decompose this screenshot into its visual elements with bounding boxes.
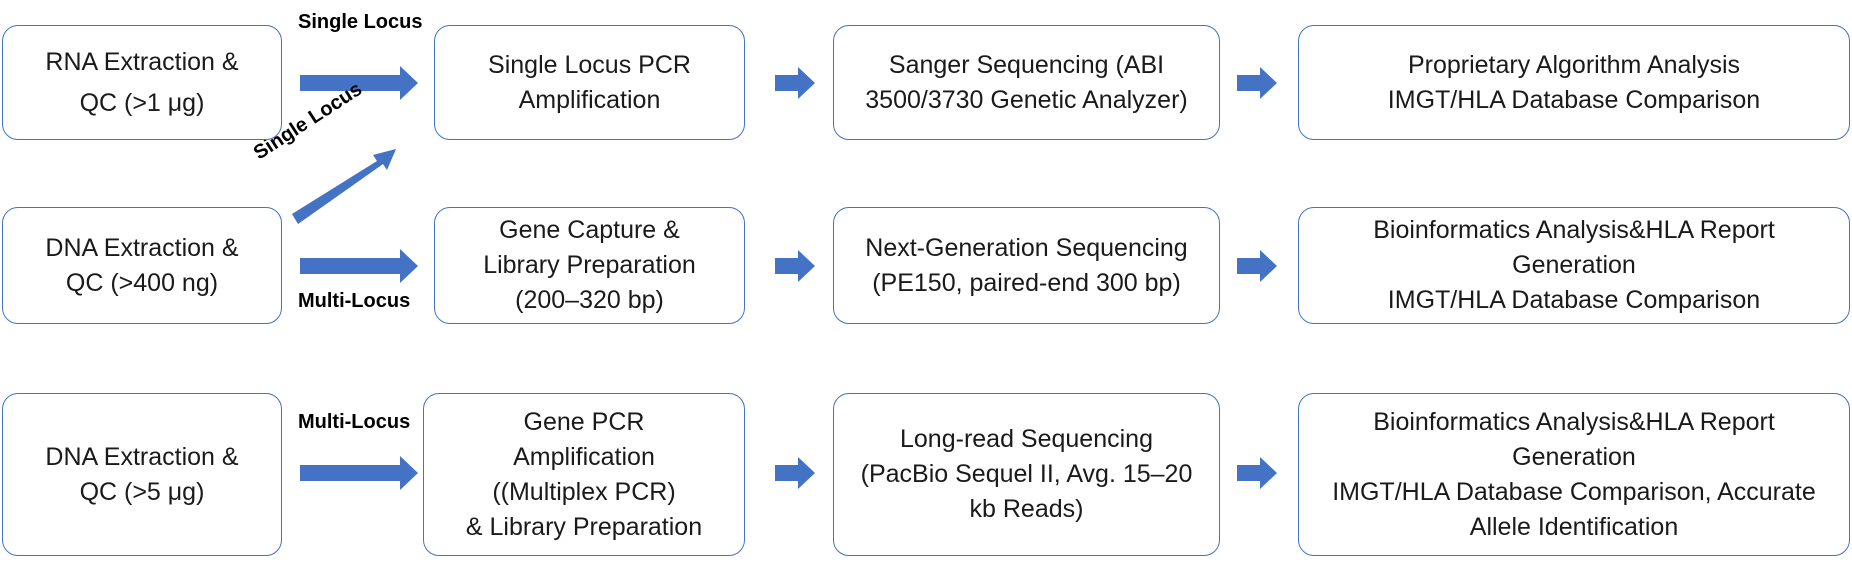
bioinformatics-ngs-box: Bioinformatics Analysis&HLA Report Gener…: [1298, 207, 1850, 324]
box-line: Next-Generation Sequencing: [865, 233, 1188, 262]
box-line: QC (>400 ng): [65, 268, 219, 297]
sanger-sequencing-box: Sanger Sequencing (ABI 3500/3730 Genetic…: [833, 25, 1220, 140]
box-line: QC (>5 μg): [79, 477, 205, 506]
arrow-r1-a: [300, 66, 418, 100]
dna-extraction-5ug-box: DNA Extraction & QC (>5 μg): [2, 393, 282, 556]
long-read-box: Long-read Sequencing (PacBio Sequel II, …: [833, 393, 1220, 556]
box-line: DNA Extraction &: [45, 233, 239, 262]
box-line: Sanger Sequencing (ABI: [888, 50, 1165, 79]
arrow-r2-c: [1237, 250, 1277, 282]
label-row1-single-locus: Single Locus: [298, 11, 423, 33]
box-line: Long-read Sequencing: [900, 425, 1153, 453]
arrow-r2-b: [775, 250, 815, 282]
arrow-r3-b: [775, 457, 815, 489]
arrow-r1-c: [1237, 67, 1277, 99]
box-line: kb Reads): [969, 495, 1084, 523]
proprietary-analysis-box: Proprietary Algorithm Analysis IMGT/HLA …: [1298, 25, 1850, 140]
box-line: Bioinformatics Analysis&HLA Report: [1373, 216, 1775, 244]
arrow-r3-c: [1237, 457, 1277, 489]
box-line: Generation: [1512, 251, 1636, 279]
box-line: Library Preparation: [483, 251, 696, 279]
single-locus-pcr-box: Single Locus PCR Amplification: [434, 25, 745, 140]
box-line: (200–320 bp): [515, 286, 664, 314]
box-line: Generation: [1512, 442, 1636, 471]
box-line: Proprietary Algorithm Analysis: [1407, 50, 1741, 79]
box-line: IMGT/HLA Database Comparison: [1387, 85, 1761, 114]
arrow-r2-a: [300, 249, 418, 283]
arrow-r1-b: [775, 67, 815, 99]
bioinformatics-long-read-box: Bioinformatics Analysis&HLA Report Gener…: [1298, 393, 1850, 556]
box-line: Amplification: [518, 85, 661, 114]
box-line: Allele Identification: [1469, 512, 1679, 541]
arrow-diagonal: [292, 149, 396, 224]
box-line: (PE150, paired-end 300 bp): [872, 268, 1181, 297]
label-row3-multi-locus: Multi-Locus: [298, 411, 411, 433]
box-line: Bioinformatics Analysis&HLA Report: [1373, 407, 1775, 436]
gene-pcr-box: Gene PCR Amplification ((Multiplex PCR) …: [423, 393, 745, 556]
gene-capture-box: Gene Capture & Library Preparation (200–…: [434, 207, 745, 324]
ngs-box: Next-Generation Sequencing (PE150, paire…: [833, 207, 1220, 324]
arrow-r3-a: [300, 456, 418, 490]
box-line: QC (>1 μg): [79, 88, 205, 117]
box-line: RNA Extraction &: [45, 47, 239, 76]
box-line: Amplification: [513, 442, 655, 471]
box-line: ((Multiplex PCR): [492, 477, 676, 506]
box-line: IMGT/HLA Database Comparison, Accurate: [1332, 477, 1816, 506]
label-row2-multi-locus: Multi-Locus: [298, 290, 411, 312]
box-line: & Library Preparation: [465, 512, 703, 541]
box-line: IMGT/HLA Database Comparison: [1387, 286, 1761, 314]
box-line: Gene Capture &: [499, 216, 680, 244]
box-line: DNA Extraction &: [45, 442, 239, 471]
box-line: Gene PCR: [523, 407, 645, 436]
box-line: (PacBio Sequel II, Avg. 15–20: [860, 460, 1193, 488]
box-line: 3500/3730 Genetic Analyzer): [865, 85, 1188, 114]
dna-extraction-400ng-box: DNA Extraction & QC (>400 ng): [2, 207, 282, 324]
rna-extraction-box: RNA Extraction & QC (>1 μg): [2, 25, 282, 140]
box-line: Single Locus PCR: [488, 50, 691, 79]
